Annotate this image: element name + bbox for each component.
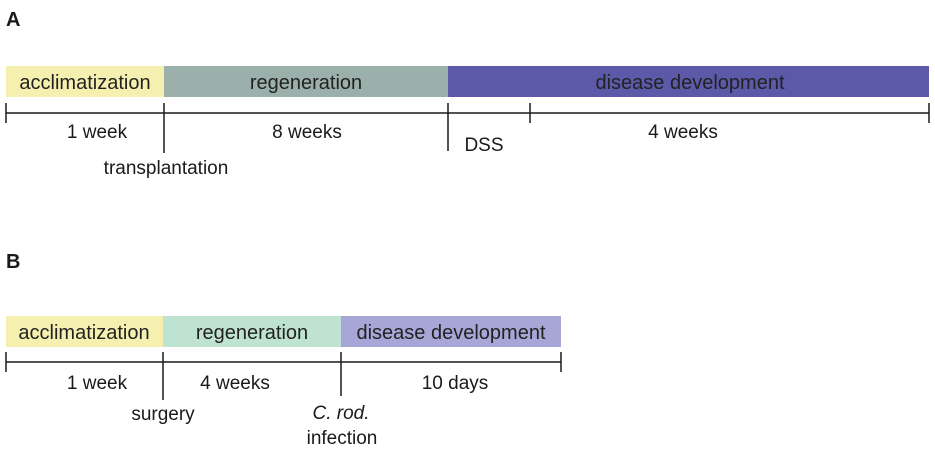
event-label-transplantation: transplantation xyxy=(104,158,229,179)
phase-label-regeneration: regeneration xyxy=(250,72,362,94)
interval-label: 10 days xyxy=(422,373,489,394)
phase-label-disease-development: disease development xyxy=(595,72,784,94)
panel-label-a: A xyxy=(6,9,20,31)
phase-bar-regeneration xyxy=(164,66,448,97)
event-label-dss: DSS xyxy=(464,135,503,156)
event-label-surgery: surgery xyxy=(131,404,195,425)
panel-a: A acclimatization regeneration disease d… xyxy=(5,9,930,179)
phase-bar-disease-development xyxy=(448,66,929,97)
phase-bar-acclimatization xyxy=(6,316,163,347)
interval-label: 1 week xyxy=(67,373,128,394)
event-label-infection: infection xyxy=(307,428,378,449)
interval-label: 8 weeks xyxy=(272,122,342,143)
phase-bar-disease-development xyxy=(341,316,561,347)
phase-label-acclimatization: acclimatization xyxy=(19,72,150,94)
panel-b: B acclimatization regeneration disease d… xyxy=(5,251,562,449)
phase-bar-regeneration xyxy=(163,316,341,347)
phase-label-disease-development: disease development xyxy=(356,322,545,344)
phase-bar-acclimatization xyxy=(6,66,164,97)
interval-label: 4 weeks xyxy=(200,373,270,394)
phase-label-acclimatization: acclimatization xyxy=(18,322,149,344)
interval-label: 4 weeks xyxy=(648,122,718,143)
phase-label-regeneration: regeneration xyxy=(196,322,308,344)
panel-label-b: B xyxy=(6,251,20,273)
interval-label: 1 week xyxy=(67,122,128,143)
event-label-c-rod: C. rod. xyxy=(312,403,369,424)
